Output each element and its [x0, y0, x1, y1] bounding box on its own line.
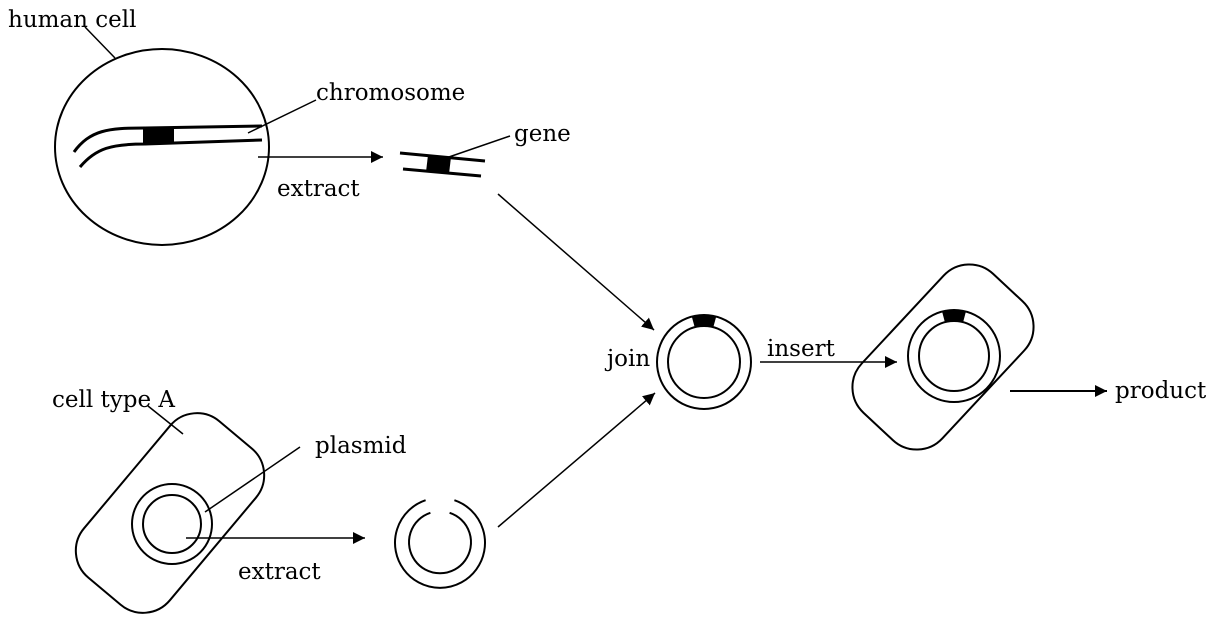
chromosome-gene-band	[143, 128, 174, 144]
plasmid-label: plasmid	[315, 433, 407, 459]
product-label: product	[1115, 378, 1207, 404]
human-cell-label: human cell	[8, 7, 136, 33]
host-cell-plasmid-gene-band	[942, 310, 966, 323]
human-cell	[54, 48, 270, 246]
join-label: join	[604, 346, 650, 372]
cell-type-a-label: cell type A	[52, 387, 175, 413]
host-cell-plasmid	[907, 309, 1001, 403]
extract-bottom-label: extract	[238, 559, 321, 585]
recombinant-plasmid-gene-band	[691, 314, 717, 328]
plasmid	[131, 483, 213, 565]
chromosome-label: chromosome	[316, 80, 465, 106]
gene-to-join-arrow	[497, 193, 655, 331]
gene-fragment	[399, 151, 486, 178]
plasmid-to-join-arrow	[497, 392, 656, 528]
insert-label: insert	[767, 336, 836, 362]
host-cell	[851, 263, 1035, 451]
human-cell-leader	[84, 26, 116, 59]
gene-label: gene	[514, 121, 571, 147]
chromosome-leader	[247, 99, 317, 134]
plasmid-leader	[204, 446, 301, 513]
gene-band	[426, 155, 451, 174]
chromosome	[72, 124, 263, 168]
cell-type-a-leader	[147, 405, 184, 435]
cell-type-a	[74, 412, 266, 614]
recombinant-plasmid	[656, 314, 752, 410]
extract-top-label: extract	[277, 176, 360, 202]
gene-leader	[445, 135, 511, 159]
cut-plasmid	[394, 499, 486, 589]
